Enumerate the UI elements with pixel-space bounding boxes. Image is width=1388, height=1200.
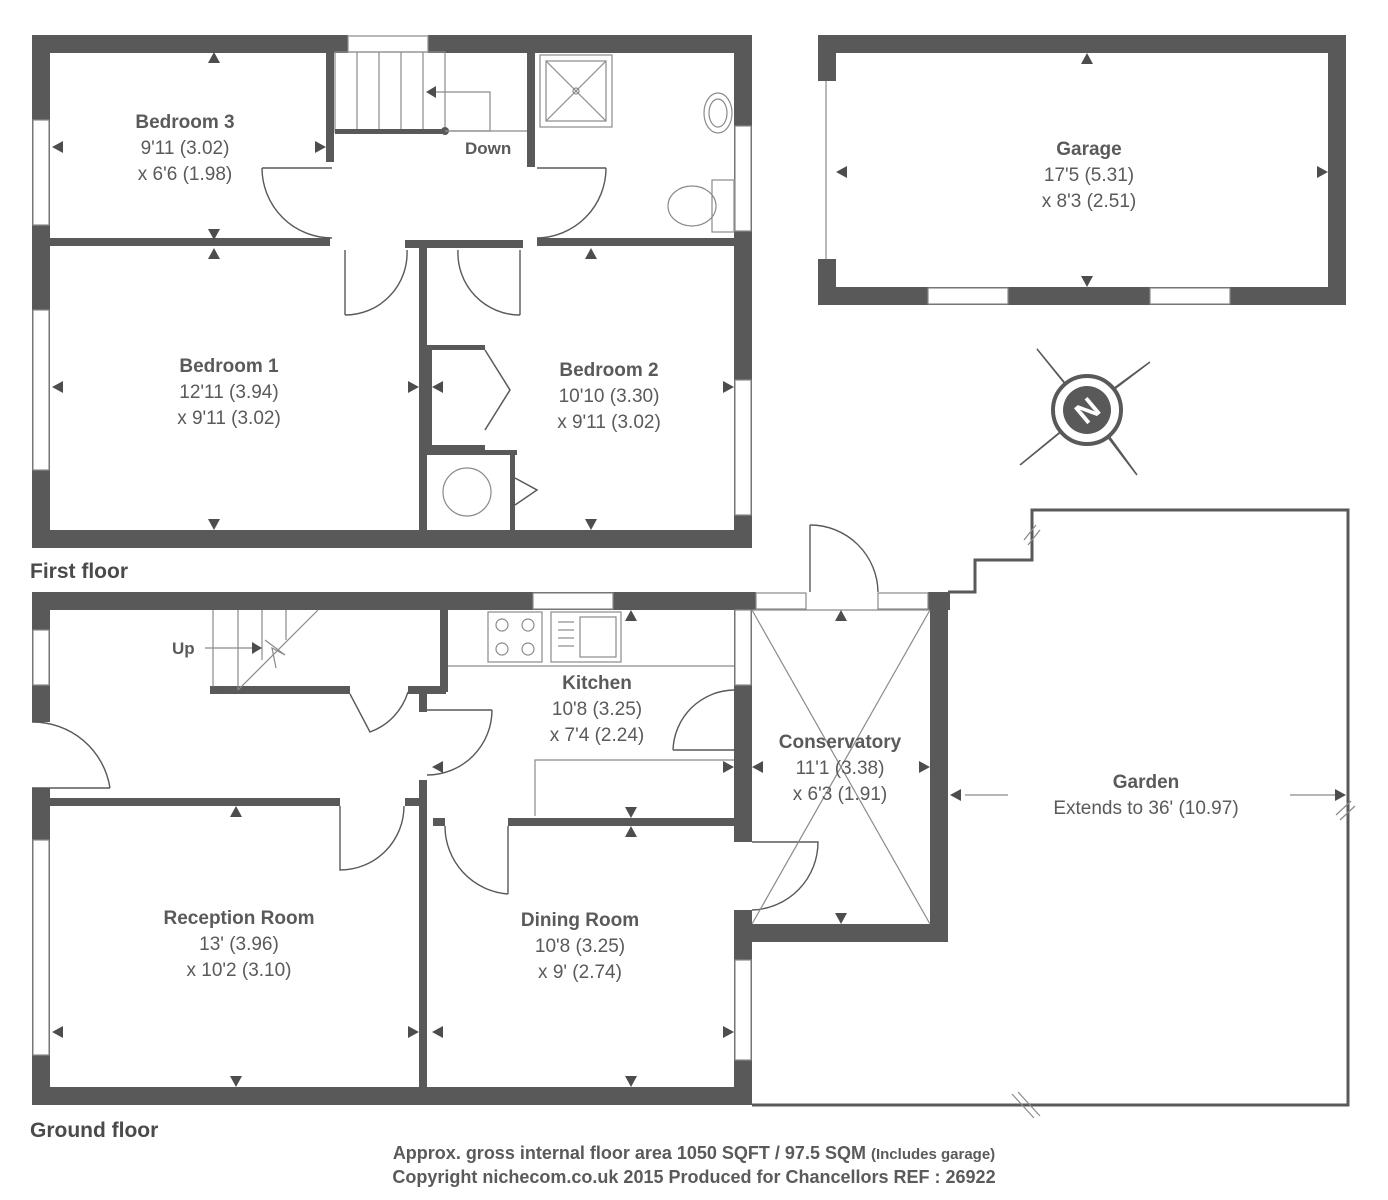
garage-name: Garage <box>1056 139 1121 160</box>
bedroom1-dim-2: x 9'11 (3.02) <box>177 408 281 429</box>
dining-name: Dining Room <box>521 910 639 931</box>
ground-floor-label: Ground floor <box>30 1119 158 1142</box>
bedroom3-name: Bedroom 3 <box>135 112 234 133</box>
bedroom2-name: Bedroom 2 <box>559 360 658 381</box>
first-floor-label: First floor <box>30 560 128 583</box>
garden-name: Garden <box>1113 772 1180 793</box>
conservatory-dim-1: 11'1 (3.38) <box>796 758 885 779</box>
stairs-down-label: Down <box>465 139 511 158</box>
bedroom2-dim-2: x 9'11 (3.02) <box>557 412 661 433</box>
dining-dim-1: 10'8 (3.25) <box>535 936 625 957</box>
floor-area-note: Approx. gross internal floor area 1050 S… <box>0 1143 1388 1164</box>
garage-dim-1: 17'5 (5.31) <box>1044 165 1134 186</box>
reception-dim-1: 13' (3.96) <box>199 934 279 955</box>
dining-dim-2: x 9' (2.74) <box>538 962 622 983</box>
bedroom3-dim-2: x 6'6 (1.98) <box>138 164 232 185</box>
ground-floor: Up Kitchen 10'8 (3.25) x 7'4 (2.24) Cons… <box>30 508 1356 1142</box>
garage: Garage 17'5 (5.31) x 8'3 (2.51) <box>818 35 1346 305</box>
floor-area-text: Approx. gross internal floor area 1050 S… <box>392 1143 866 1163</box>
kitchen-dim-2: x 7'4 (2.24) <box>550 725 644 746</box>
first-floor: Bedroom 3 9'11 (3.02) x 6'6 (1.98) Bedro… <box>30 35 752 583</box>
garage-dim-2: x 8'3 (2.51) <box>1042 191 1136 212</box>
reception-dim-2: x 10'2 (3.10) <box>186 960 291 981</box>
compass-icon: N <box>1019 348 1151 476</box>
kitchen-dim-1: 10'8 (3.25) <box>552 699 642 720</box>
bedroom3-dim-1: 9'11 (3.02) <box>141 138 230 159</box>
kitchen-name: Kitchen <box>562 673 632 694</box>
bedroom2-dim-1: 10'10 (3.30) <box>559 386 660 407</box>
conservatory-name: Conservatory <box>779 732 902 753</box>
bedroom1-dim-1: 12'11 (3.94) <box>179 382 278 403</box>
reception-name: Reception Room <box>164 908 315 929</box>
copyright-text: Copyright nichecom.co.uk 2015 Produced f… <box>392 1167 996 1187</box>
floor-area-includes: (Includes garage) <box>870 1146 996 1163</box>
stairs-up-label: Up <box>172 639 195 658</box>
bedroom1-name: Bedroom 1 <box>179 356 279 377</box>
garden-dim-1: Extends to 36' (10.97) <box>1053 798 1238 819</box>
conservatory-dim-2: x 6'3 (1.91) <box>793 784 887 805</box>
